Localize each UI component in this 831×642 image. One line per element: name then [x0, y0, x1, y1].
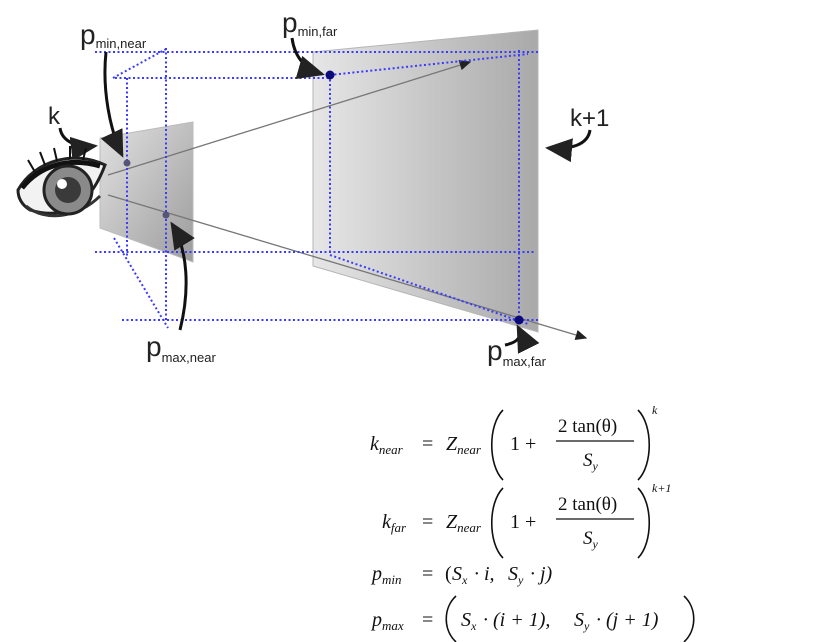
svg-text:2 tan(θ): 2 tan(θ): [558, 416, 617, 437]
svg-text:· (i + 1),: · (i + 1),: [483, 609, 550, 631]
svg-text:k+1: k+1: [652, 481, 671, 495]
svg-text:Sy: Sy: [574, 609, 590, 633]
svg-text:Sy: Sy: [583, 528, 599, 551]
svg-text:knear: knear: [370, 433, 404, 457]
eye-icon: [16, 146, 107, 218]
svg-text:kfar: kfar: [382, 511, 407, 535]
svg-text:pmax: pmax: [370, 609, 404, 633]
svg-text:2 tan(θ): 2 tan(θ): [558, 494, 617, 515]
svg-text:Sx: Sx: [452, 563, 468, 587]
svg-text:1 +: 1 +: [510, 433, 536, 455]
ray-max: [107, 194, 588, 341]
point-p-max-far: [514, 315, 524, 325]
svg-text:Sy: Sy: [508, 563, 524, 587]
arrow-icon-p-min-far: [290, 37, 325, 79]
svg-text:=: =: [422, 433, 433, 455]
svg-text:=: =: [422, 511, 433, 533]
label-p-min-far: pmin,far: [282, 7, 338, 39]
formula-k-near: knear = Znear 1 + 2 tan(θ) Sy k: [370, 403, 658, 481]
svg-text:Znear: Znear: [446, 511, 482, 535]
arrow-icon-p-max-far: [504, 324, 540, 354]
formula-p-max: pmax = Sx · (i + 1), Sy · (j + 1): [370, 595, 695, 642]
label-p-max-far: pmax,far: [487, 335, 547, 369]
svg-text:pmin: pmin: [370, 563, 402, 587]
svg-text:(: (: [445, 563, 452, 585]
ray-min: [107, 60, 472, 176]
svg-text:Znear: Znear: [446, 433, 482, 457]
formula-k-far: kfar = Znear 1 + 2 tan(θ) Sy k+1: [382, 481, 671, 559]
label-k: k: [48, 103, 61, 130]
svg-text:Sx: Sx: [461, 609, 477, 633]
svg-text:· j): · j): [530, 563, 553, 585]
svg-text:Sy: Sy: [583, 450, 599, 473]
formula-p-min: pmin = ( Sx · i, Sy · j): [370, 563, 553, 587]
svg-text:· (j + 1): · (j + 1): [596, 609, 659, 631]
svg-text:k: k: [652, 403, 658, 417]
label-p-max-near: pmax,near: [146, 331, 216, 365]
point-p-max-near: [162, 211, 170, 219]
arrow-icon-p-max-near: [170, 221, 195, 331]
point-p-min-near: [123, 159, 131, 167]
dotted-guides: [95, 47, 540, 329]
svg-text:=: =: [422, 563, 433, 585]
label-k-plus-1: k+1: [570, 105, 609, 132]
arrow-icon-k: [58, 127, 98, 161]
svg-text:1 +: 1 +: [510, 511, 536, 533]
arrow-icon-k-plus-1: [545, 129, 592, 163]
point-p-min-far: [325, 70, 335, 80]
arrow-icon-p-min-near: [100, 51, 124, 158]
label-p-min-near: pmin,near: [80, 19, 147, 51]
svg-text:=: =: [422, 609, 433, 631]
svg-text:· i,: · i,: [474, 563, 495, 585]
